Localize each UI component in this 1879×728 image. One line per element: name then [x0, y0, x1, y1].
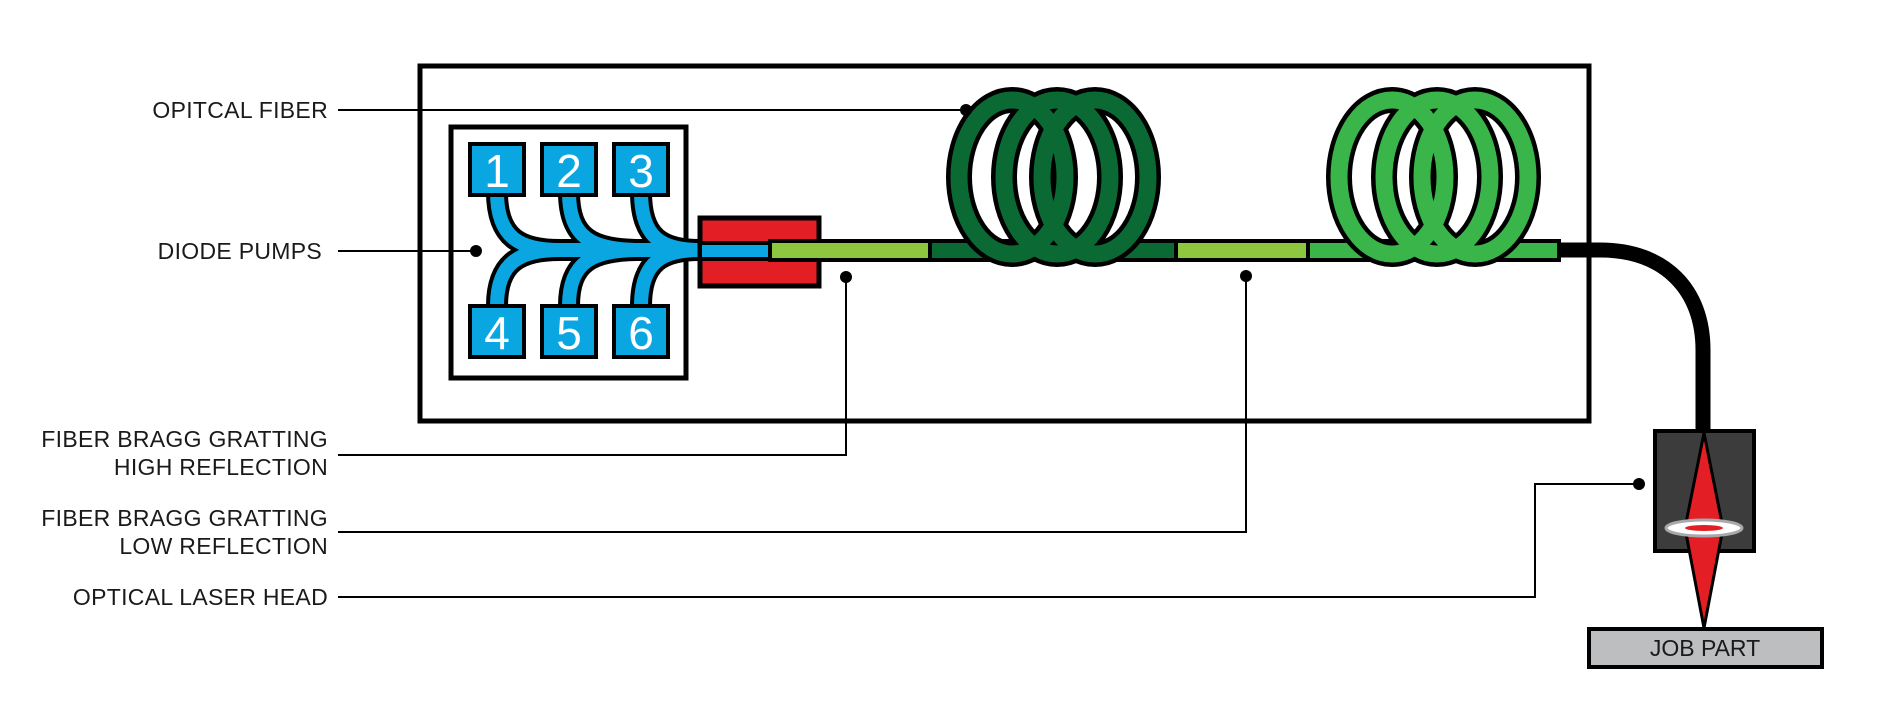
job-part-label: JOB PART	[1650, 635, 1760, 661]
label-fbg-high-line2: HIGH REFLECTION	[114, 454, 328, 480]
dot-fbg-high	[840, 271, 852, 283]
pump-1: 1	[468, 142, 526, 197]
dot-laser-head	[1633, 478, 1645, 490]
pump-2-label: 2	[556, 145, 582, 197]
light-fiber-coil	[1326, 87, 1541, 267]
pump-1-label: 1	[484, 145, 510, 197]
label-fbg-low-line2: LOW REFLECTION	[119, 533, 328, 559]
leader-dots	[470, 104, 1645, 490]
coupler-fiber-core	[698, 241, 772, 261]
label-fbg-high-line1: FIBER BRAGG GRATTING	[41, 426, 328, 452]
pump-3: 3	[612, 142, 670, 197]
pump-fiber-fill	[490, 191, 772, 307]
pump-4-label: 4	[484, 307, 510, 359]
leader-laser-head	[338, 483, 1639, 598]
label-diode-pumps: DIODE PUMPS	[158, 238, 322, 264]
job-part: JOB PART	[1587, 627, 1824, 669]
fbg-low-reflection-segment	[1174, 239, 1310, 262]
dot-diode-pumps	[470, 245, 482, 257]
pump-4: 4	[468, 304, 526, 359]
leader-fbg-low	[338, 276, 1247, 533]
delivery-fiber	[1559, 242, 1711, 440]
dot-optical-fiber	[960, 104, 972, 116]
pump-5-label: 5	[556, 307, 582, 359]
leader-lines	[338, 109, 1639, 598]
diode-pump-module: 1 2 3 4 5 6	[448, 124, 772, 381]
pump-5: 5	[540, 304, 598, 359]
pump-6-label: 6	[628, 307, 654, 359]
pump-3-label: 3	[628, 145, 654, 197]
optical-laser-head	[1653, 429, 1756, 629]
pump-6: 6	[612, 304, 670, 359]
label-optical-fiber: OPITCAL FIBER	[152, 97, 328, 123]
pump-2: 2	[540, 142, 598, 197]
label-laser-head: OPTICAL LASER HEAD	[73, 584, 328, 610]
job-part-block	[1587, 627, 1824, 669]
leader-fbg-high	[338, 277, 847, 456]
dark-fiber-coil	[946, 87, 1161, 267]
dot-fbg-low	[1240, 270, 1252, 282]
fbg-high-reflection-segment	[768, 239, 932, 262]
label-fbg-low-line1: FIBER BRAGG GRATTING	[41, 505, 328, 531]
